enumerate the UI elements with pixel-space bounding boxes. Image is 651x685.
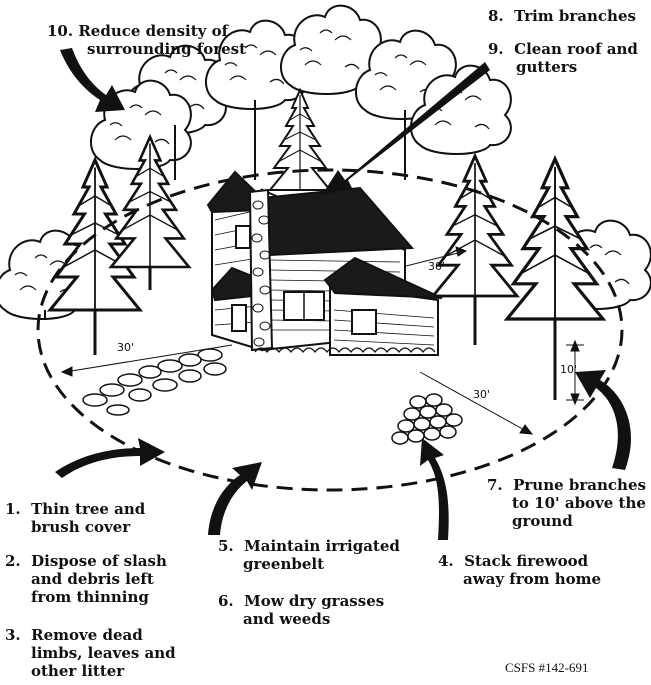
firewood-stack xyxy=(391,393,463,445)
label-remove-dead-limbs: 3. Remove dead limbs, leaves and other l… xyxy=(5,626,176,680)
label-irrigated-greenbelt: 5. Maintain irrigated greenbelt xyxy=(218,537,400,573)
callout-arrows xyxy=(55,48,631,540)
window xyxy=(235,225,251,249)
dimension-lines xyxy=(60,246,584,435)
wing-roof xyxy=(323,256,443,299)
dimension-height: 10' xyxy=(560,363,578,376)
background-forest xyxy=(0,4,651,320)
label-mow-grasses: 6. Mow dry grasses and weeds xyxy=(218,592,385,628)
defensible-space-boundary xyxy=(36,168,624,492)
label-dispose-slash: 2. Dispose of slash and debris left from… xyxy=(5,552,167,606)
arrow-9 xyxy=(322,62,490,195)
label-reduce-density: 10. Reduce density of surrounding forest xyxy=(47,22,247,58)
label-prune-branches: 7. Prune branches to 10' above the groun… xyxy=(487,476,646,530)
arrow-5 xyxy=(208,462,262,535)
window xyxy=(351,309,377,335)
arrow-10 xyxy=(60,48,125,112)
stone-walkway xyxy=(82,348,227,416)
main-roof xyxy=(260,186,415,257)
label-thin-tree: 1. Thin tree and brush cover xyxy=(5,500,146,536)
arrow-1 xyxy=(55,438,165,478)
arrow-7 xyxy=(575,370,631,470)
dimension-right-lower: 30' xyxy=(473,388,491,401)
door xyxy=(231,304,247,332)
label-clean-roof: 9. Clean roof and gutters xyxy=(488,40,638,76)
dimension-right-upper: 30' xyxy=(428,260,446,273)
conifers xyxy=(48,89,605,400)
house xyxy=(206,170,443,356)
shrubs xyxy=(254,347,436,353)
arrow-4 xyxy=(420,438,449,540)
dimension-left: 30' xyxy=(117,341,135,354)
label-trim-branches: 8. Trim branches xyxy=(488,7,636,25)
conifer-tree xyxy=(431,154,519,298)
publication-code: CSFS #142-691 xyxy=(505,660,589,675)
label-stack-firewood: 4. Stack firewood away from home xyxy=(438,552,602,588)
